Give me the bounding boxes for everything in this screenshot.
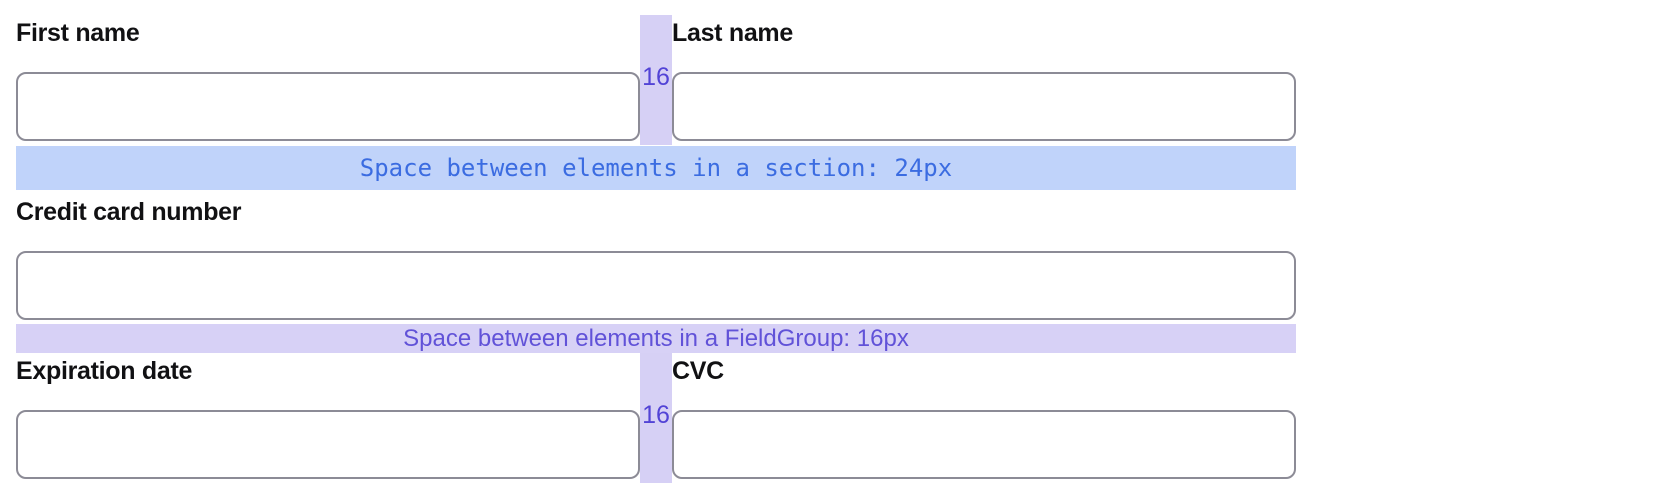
name-field-group: First name 16 Last name (16, 15, 1296, 145)
first-name-input[interactable] (16, 72, 640, 141)
fieldgroup-gap-annotation: Space between elements in a FieldGroup: … (16, 324, 1296, 353)
payment-form: First name 16 Last name Space between el… (16, 15, 1296, 483)
section-gap-annotation-text: Space between elements in a section: 24p… (359, 154, 953, 182)
field-credit-card-number: Credit card number (16, 194, 1296, 320)
cvc-input[interactable] (672, 410, 1296, 479)
field-cvc: CVC (672, 353, 1296, 479)
column-gap-indicator: 16 (640, 15, 672, 145)
credit-card-field-row: Credit card number (16, 194, 1296, 320)
section-gap-annotation: Space between elements in a section: 24p… (16, 146, 1296, 190)
cvc-label: CVC (672, 357, 724, 385)
expiry-cvc-field-group: Expiration date 16 CVC (16, 353, 1296, 483)
credit-card-number-label: Credit card number (16, 198, 242, 226)
credit-card-number-input[interactable] (16, 251, 1296, 320)
field-first-name: First name (16, 15, 640, 141)
last-name-input[interactable] (672, 72, 1296, 141)
expiration-date-input[interactable] (16, 410, 640, 479)
expiration-date-label: Expiration date (16, 357, 193, 385)
field-last-name: Last name (672, 15, 1296, 141)
fieldgroup-gap-annotation-text: Space between elements in a FieldGroup: … (403, 324, 909, 352)
first-name-label: First name (16, 19, 140, 47)
column-gap-size-label: 16 (642, 63, 670, 91)
last-name-label: Last name (672, 19, 793, 47)
column-gap-size-label: 16 (642, 401, 670, 429)
column-gap-indicator: 16 (640, 353, 672, 483)
field-expiration-date: Expiration date (16, 353, 640, 479)
